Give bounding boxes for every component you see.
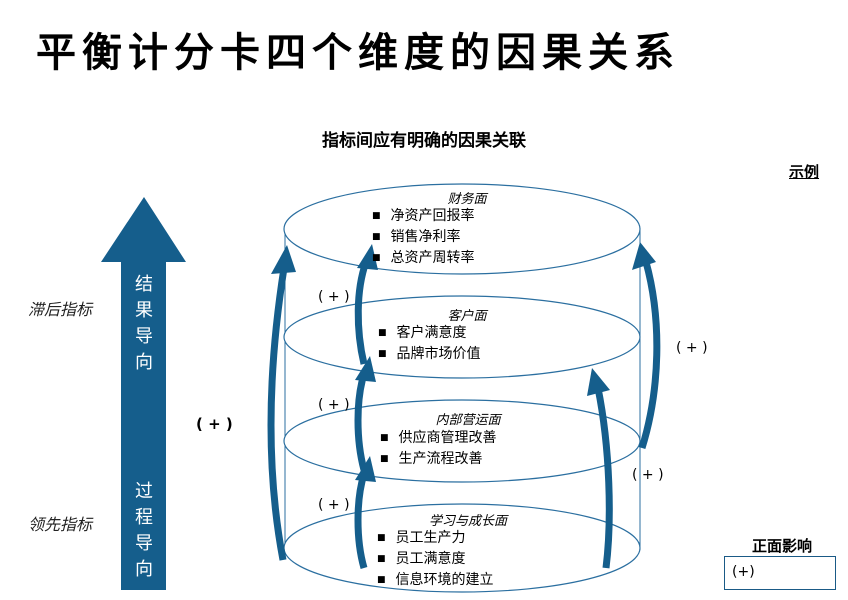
list-item: 信息环境的建立	[377, 570, 494, 591]
layer-title-internal: 内部营运面	[435, 413, 501, 428]
list-item: 员工满意度	[377, 549, 494, 570]
big-arrow-top-text: 结 果 导 向	[135, 274, 153, 373]
layer-title-customer: 客户面	[447, 309, 487, 324]
list-item: 生产流程改善	[380, 449, 497, 470]
layer-title-financial: 财务面	[447, 192, 487, 207]
list-item: 净资产回报率	[372, 206, 475, 227]
list-item: 客户满意度	[378, 323, 481, 344]
list-item: 品牌市场价值	[378, 344, 481, 365]
curved-arrow-internal-to-customer	[354, 372, 368, 471]
curved-arrow-customer-to-financial	[354, 260, 370, 365]
curved-arrow-learning-to-customer	[594, 387, 613, 569]
positive-label: ( + )	[676, 340, 708, 356]
positive-label: ( + )	[318, 289, 350, 305]
internal-metrics-list: 供应商管理改善 生产流程改善	[380, 428, 497, 470]
curved-arrow-internal-to-financial	[638, 261, 661, 450]
left-positive-label: ( + )	[196, 415, 233, 433]
arrowhead-icon	[632, 242, 656, 270]
legend-value: (+)	[732, 564, 755, 580]
positive-label: ( + )	[318, 497, 350, 513]
list-item: 总资产周转率	[372, 248, 475, 269]
lagging-indicator-label: 滞后指标	[28, 300, 93, 319]
arrowhead-icon	[587, 368, 610, 396]
curved-arrow-learning-to-internal	[354, 472, 368, 569]
list-item: 员工生产力	[377, 528, 494, 549]
big-arrow-bottom-text: 过 程 导 向	[135, 481, 153, 580]
customer-metrics-list: 客户满意度 品牌市场价值	[378, 323, 481, 365]
layer-title-learning: 学习与成长面	[428, 514, 507, 529]
diagram-subtitle: 指标间应有明确的因果关联	[322, 131, 526, 151]
financial-metrics-list: 净资产回报率 销售净利率 总资产周转率	[372, 206, 475, 269]
curved-arrow-learning-to-financial	[267, 267, 288, 561]
positive-label: ( + )	[632, 467, 664, 483]
list-item: 供应商管理改善	[380, 428, 497, 449]
arrowhead-icon	[355, 456, 376, 482]
legend-box	[724, 556, 836, 590]
arrowhead-icon	[355, 356, 376, 382]
list-item: 销售净利率	[372, 227, 475, 248]
legend-title: 正面影响	[752, 537, 813, 555]
positive-label: ( + )	[318, 397, 350, 413]
example-label: 示例	[789, 163, 820, 181]
arrowhead-icon	[271, 245, 296, 274]
big-up-arrow	[101, 197, 186, 590]
leading-indicator-label: 领先指标	[28, 515, 93, 534]
learning-metrics-list: 员工生产力 员工满意度 信息环境的建立	[377, 528, 494, 591]
page-title: 平衡计分卡四个维度的因果关系	[36, 29, 680, 76]
